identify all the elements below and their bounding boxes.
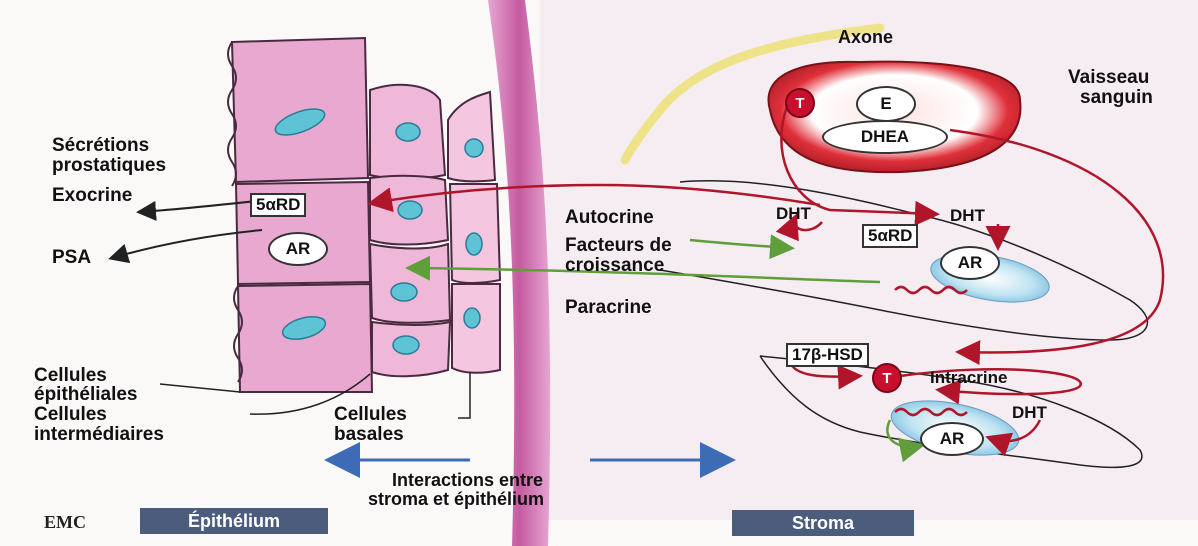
- enzyme-17bhsd: 17β-HSD: [786, 343, 869, 367]
- ar-ellipse-stroma-lower: AR: [920, 422, 984, 456]
- nucleus: [393, 336, 419, 354]
- emc-logo: EMC: [44, 512, 86, 533]
- intracrine-label: Intracrine: [930, 368, 1007, 388]
- basal-cells: [448, 92, 500, 373]
- leader-epithelial: [160, 384, 240, 392]
- nucleus: [396, 123, 420, 141]
- axone-label: Axone: [838, 27, 893, 47]
- nucleus: [391, 283, 417, 301]
- testosterone-marker-vessel: T: [785, 88, 815, 118]
- cell-basal-label-line2: basales: [334, 425, 404, 445]
- nucleus: [465, 139, 483, 157]
- facteurs-label-line1: Facteurs de: [565, 236, 672, 256]
- ar-ellipse-stroma-upper: AR: [940, 246, 1000, 280]
- estrogen-ellipse: E: [856, 86, 916, 122]
- nucleus: [398, 201, 422, 219]
- testosterone-marker-stroma: T: [872, 363, 902, 393]
- nucleus: [464, 308, 480, 328]
- vaisseau-label-line1: Vaisseau: [1068, 68, 1149, 88]
- secretions-label-line2: prostatiques: [52, 156, 166, 176]
- intermediate-cells: [370, 85, 450, 376]
- leader-basal: [458, 372, 470, 418]
- exocrine-label: Exocrine: [52, 186, 132, 206]
- interactions-label-line2: stroma et épithélium: [368, 489, 544, 509]
- cell-basal-label-line1: Cellules: [334, 405, 407, 425]
- ar-ellipse-epithelium: AR: [268, 232, 328, 266]
- paracrine-label: Paracrine: [565, 298, 652, 318]
- nucleus: [466, 233, 482, 255]
- dht-label-stroma-right: DHT: [950, 206, 985, 226]
- cell-intermediate-label-line2: intermédiaires: [34, 425, 164, 445]
- interactions-label-line1: Interactions entre: [392, 470, 543, 490]
- enzyme-5ard-stroma: 5αRD: [862, 224, 918, 248]
- epithelium-band: Épithélium: [140, 508, 328, 534]
- dht-label-stroma-left: DHT: [776, 204, 811, 224]
- cell-epithelial-label-line2: épithéliales: [34, 385, 138, 405]
- basal-cell: [448, 92, 495, 181]
- dht-label-stroma-lower: DHT: [1012, 403, 1047, 423]
- facteurs-label-line2: croissance: [565, 256, 664, 276]
- epithelial-cell: [232, 38, 368, 182]
- dhea-ellipse: DHEA: [822, 120, 948, 154]
- cell-intermediate-label-line1: Cellules: [34, 405, 107, 425]
- basal-cell: [452, 284, 500, 373]
- autocrine-label: Autocrine: [565, 208, 654, 228]
- secretions-label-line1: Sécrétions: [52, 136, 149, 156]
- enzyme-5ard-epithelium: 5αRD: [250, 193, 306, 217]
- stroma-band: Stroma: [732, 510, 914, 536]
- cell-epithelial-label-line1: Cellules: [34, 366, 107, 386]
- vaisseau-label-line2: sanguin: [1080, 88, 1153, 108]
- psa-label: PSA: [52, 248, 91, 268]
